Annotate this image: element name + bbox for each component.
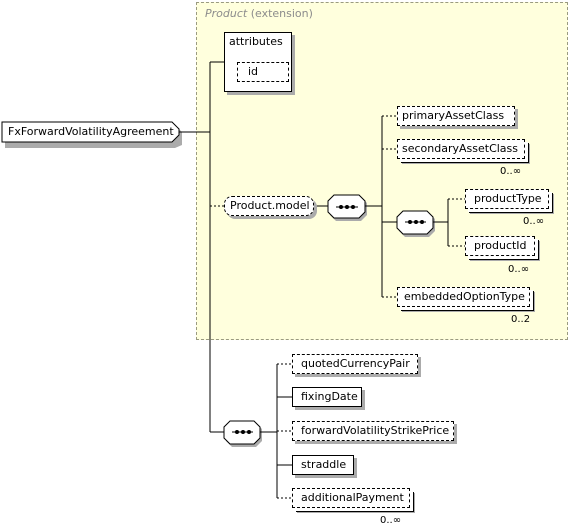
extension-suffix: (extension): [250, 7, 313, 20]
element-product-type[interactable]: productType: [465, 189, 549, 209]
multiplicity-additional-payment: 0..∞: [380, 515, 402, 526]
element-product-id[interactable]: productId: [465, 236, 535, 256]
extension-label: Product (extension): [205, 7, 313, 20]
element-fixing-date[interactable]: fixingDate: [292, 387, 362, 407]
multiplicity-secondary-asset-class: 0..∞: [500, 166, 522, 177]
attribute-id[interactable]: id: [237, 62, 289, 82]
element-embedded-option-type[interactable]: embeddedOptionType: [397, 287, 530, 307]
element-primary-asset-class[interactable]: primaryAssetClass: [397, 106, 515, 126]
multiplicity-product-type: 0..∞: [523, 216, 545, 227]
root-element-label[interactable]: FxForwardVolatilityAgreement: [8, 125, 174, 138]
root-element-shape-front: [1, 121, 180, 143]
element-straddle[interactable]: straddle: [292, 455, 354, 475]
element-forward-volatility-strike-price[interactable]: forwardVolatilityStrikePrice: [292, 421, 454, 441]
element-quoted-currency-pair[interactable]: quotedCurrencyPair: [292, 354, 418, 374]
multiplicity-embedded-option-type: 0..2: [511, 314, 531, 325]
product-model-group[interactable]: Product.model: [224, 196, 314, 216]
element-secondary-asset-class[interactable]: secondaryAssetClass: [397, 139, 525, 159]
attributes-title: attributes: [229, 35, 283, 48]
element-additional-payment[interactable]: additionalPayment: [292, 488, 410, 508]
multiplicity-product-id: 0..∞: [508, 264, 530, 275]
extension-base-name: Product: [205, 7, 248, 20]
